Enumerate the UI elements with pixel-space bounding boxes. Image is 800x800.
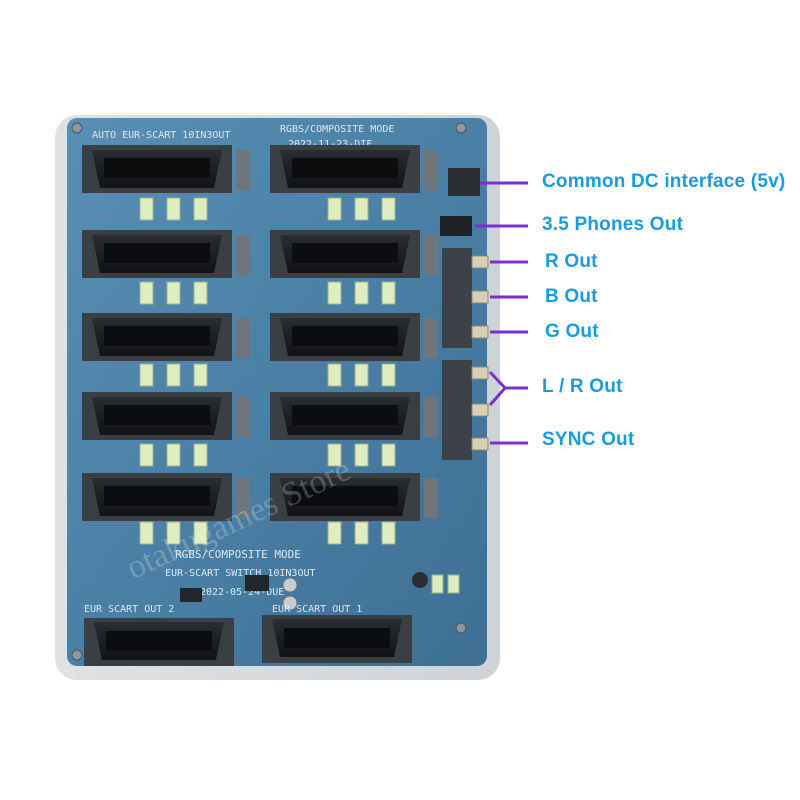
ic-chip	[245, 575, 269, 591]
electrolytic-capacitor	[282, 577, 298, 593]
scart-output-connector	[84, 618, 234, 666]
scart-connector	[82, 145, 232, 193]
capacitor-rows	[139, 197, 460, 594]
scart-input-column-left	[82, 145, 232, 521]
board-lower-title: EUR-SCART SWITCH 10IN3OUT	[165, 568, 316, 579]
scart-connector	[82, 473, 232, 521]
rca-block	[442, 360, 472, 460]
screw	[71, 122, 83, 134]
label-b-out: B Out	[545, 286, 598, 307]
board-out-right: EUR SCART OUT 1	[272, 604, 362, 615]
phones-jack	[440, 216, 472, 236]
screw	[455, 622, 467, 634]
board-header-left: AUTO EUR-SCART 10IN3OUT	[92, 130, 230, 141]
dc-jack	[448, 168, 480, 196]
rca-block	[442, 248, 472, 348]
screw	[455, 122, 467, 134]
label-lr-out: L / R Out	[542, 376, 623, 397]
scart-connector	[82, 230, 232, 278]
scart-connector	[82, 392, 232, 440]
label-r-out: R Out	[545, 251, 598, 272]
scart-input-column-right	[270, 145, 420, 521]
board-lower-mode: RGBS/COMPOSITE MODE	[175, 548, 301, 561]
screw	[71, 649, 83, 661]
board-header-date: 2022-11-23-DIF	[288, 139, 372, 150]
ic-chip	[180, 588, 202, 602]
scart-connector	[270, 145, 420, 193]
board-header-right: RGBS/COMPOSITE MODE	[280, 124, 394, 135]
scart-connector	[270, 313, 420, 361]
callout-lines	[475, 181, 528, 445]
label-phones-out: 3.5 Phones Out	[542, 214, 684, 235]
label-dc-interface: Common DC interface (5v)	[542, 171, 786, 192]
board-out-left: EUR SCART OUT 2	[84, 604, 174, 615]
rca-jacks	[471, 255, 489, 451]
scart-connector	[270, 392, 420, 440]
scart-connector	[270, 473, 420, 521]
scart-output-connector	[262, 615, 412, 663]
label-g-out: G Out	[545, 321, 599, 342]
scart-connector	[270, 230, 420, 278]
board-lower-date: 2022-05-24-DUE	[200, 587, 284, 598]
input-switch-tabs	[236, 150, 438, 518]
electrolytic-capacitor	[282, 595, 298, 611]
electrolytic-capacitor	[412, 572, 428, 588]
scart-connector	[82, 313, 232, 361]
label-sync-out: SYNC Out	[542, 429, 635, 450]
